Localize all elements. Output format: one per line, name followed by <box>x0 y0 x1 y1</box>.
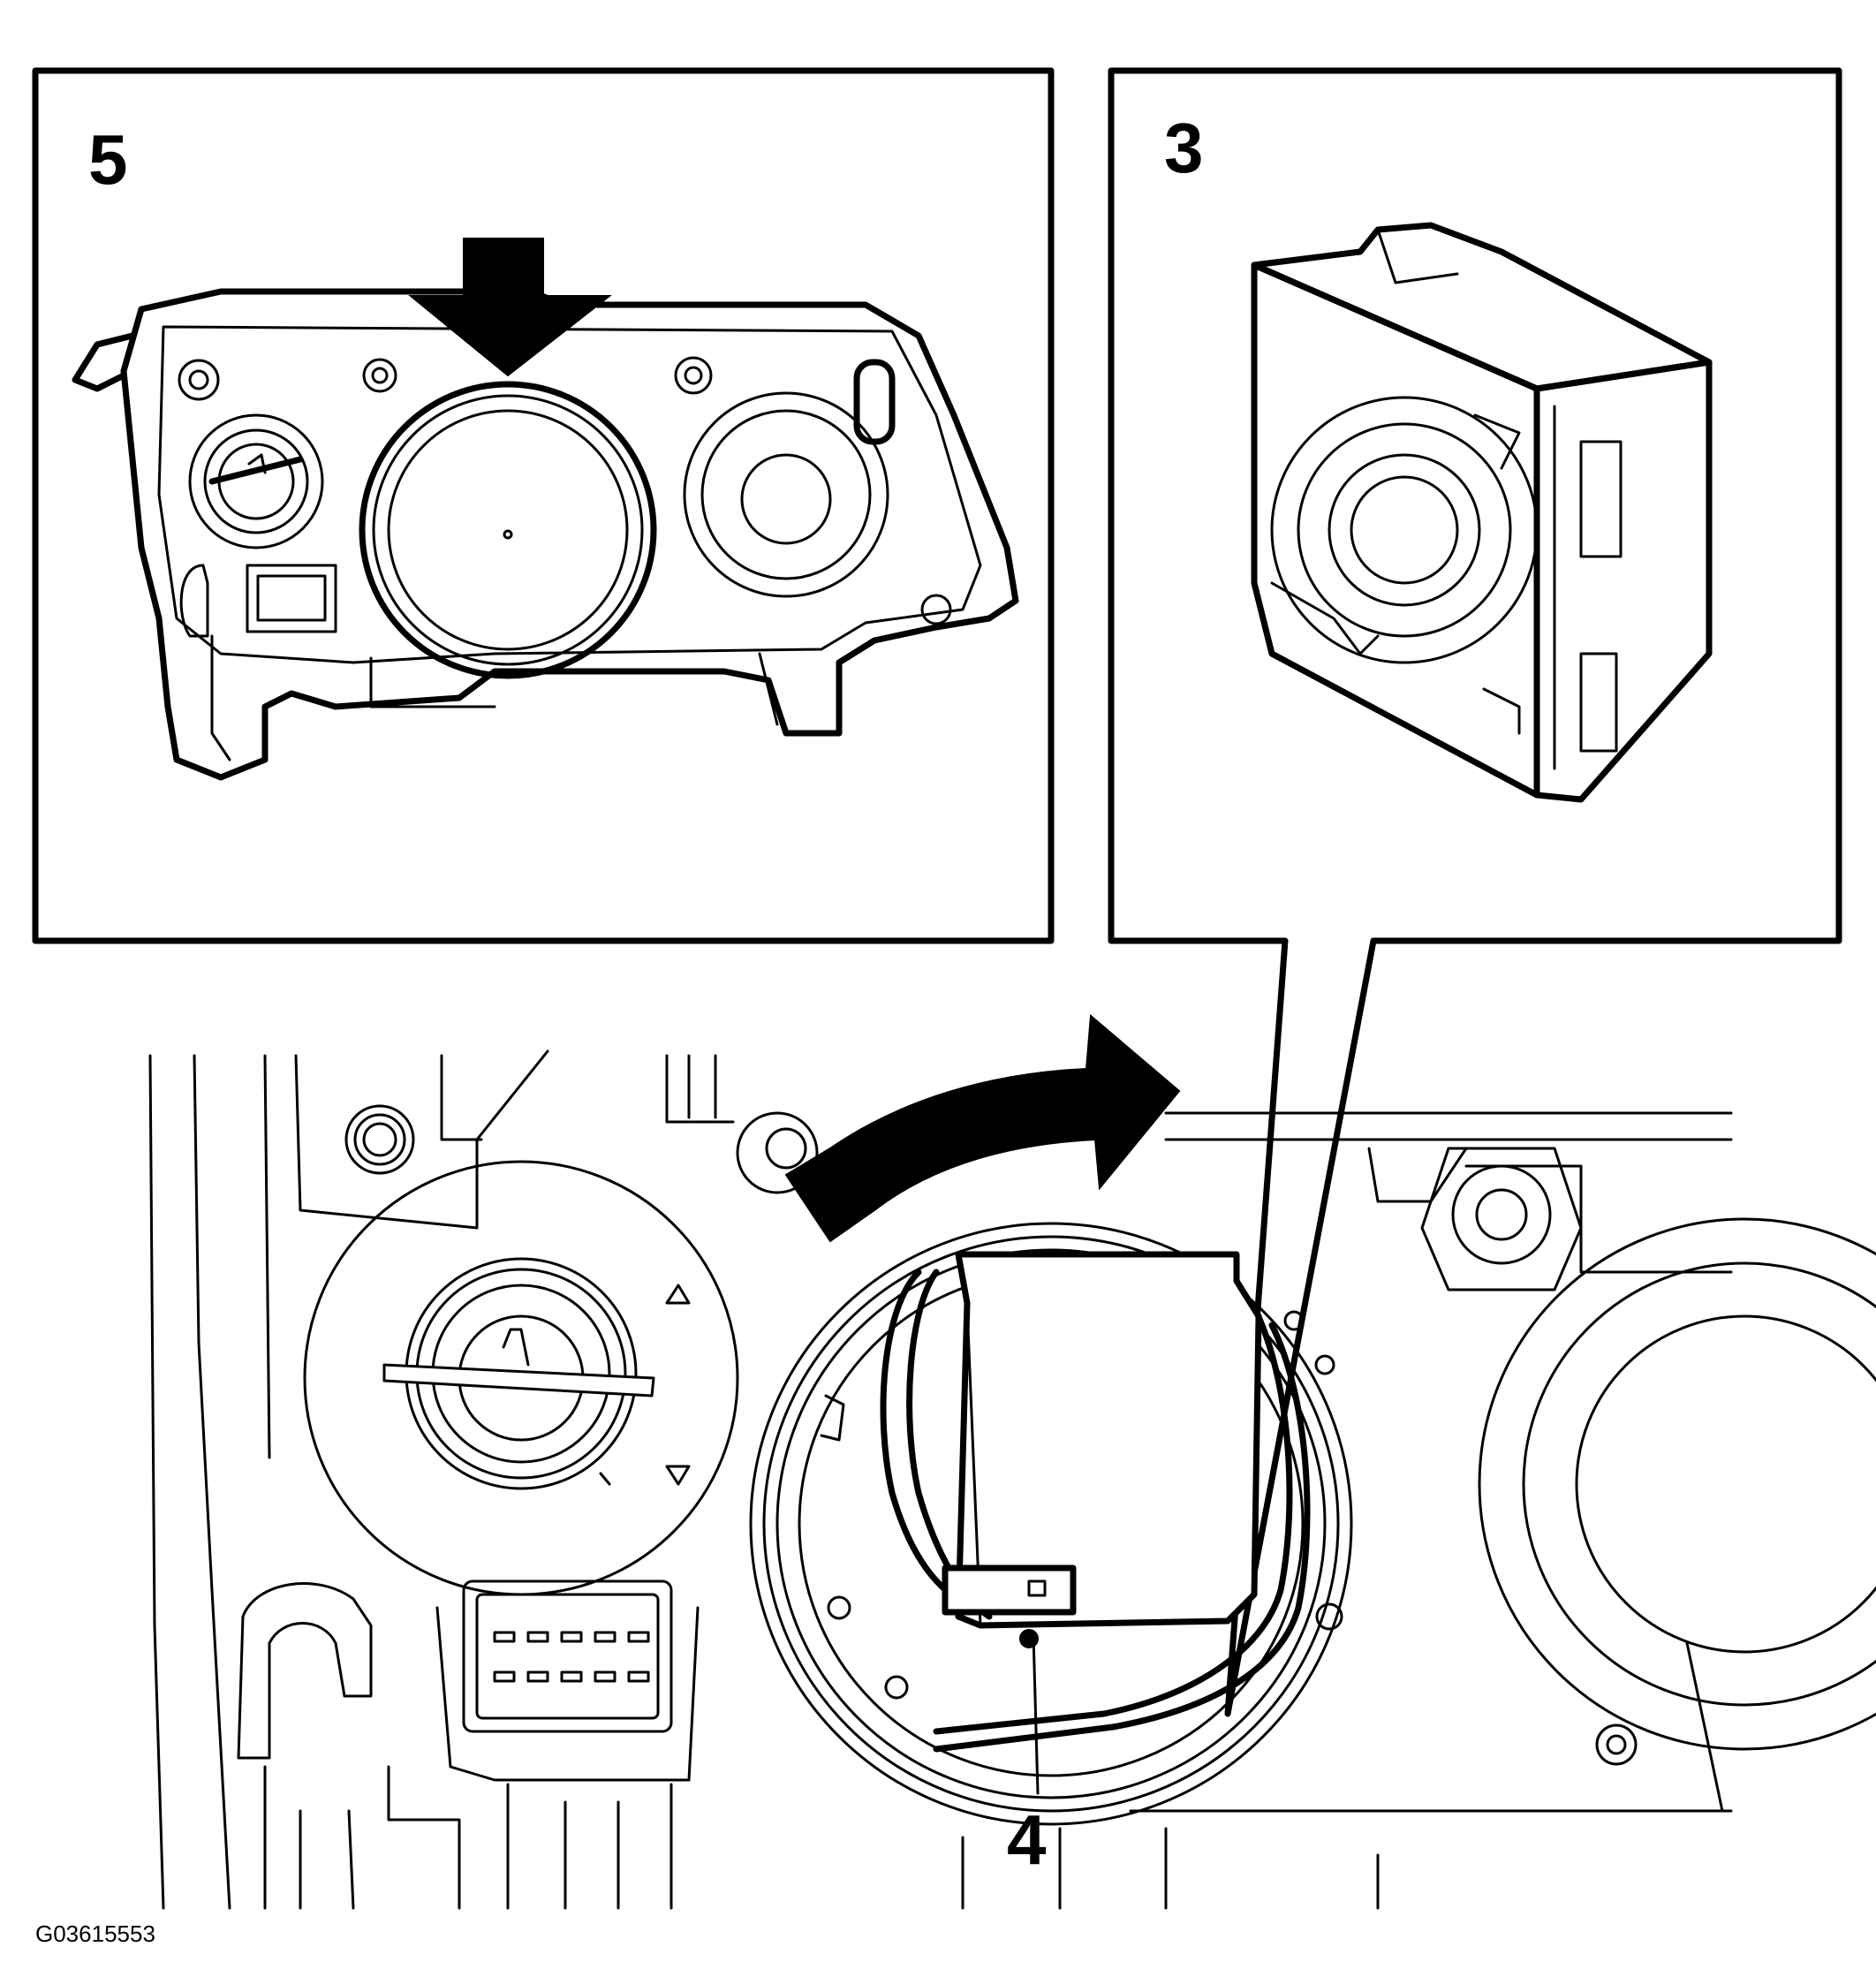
callout-5: 5 <box>88 120 128 199</box>
main-beam-reflector <box>1478 1217 1876 1766</box>
figure-id: G03615553 <box>35 1920 155 1947</box>
connector-icon <box>435 1579 700 1782</box>
bulb-holder-icon <box>303 1160 739 1596</box>
main-view-headlamp-rear: 4 <box>148 1013 1876 1910</box>
rotate-arrow-icon <box>784 1013 1181 1243</box>
projector-opening <box>749 1222 1353 1826</box>
ballast-installed <box>955 1251 1262 1629</box>
pointer-line-4 <box>1032 1632 1040 1795</box>
nut-icon <box>344 1104 415 1175</box>
panel-left-frame <box>32 67 1055 944</box>
callout-4: 4 <box>1007 1800 1047 1879</box>
headlamp-assembly-icon <box>72 288 1019 781</box>
panel-headlamp-overview: 5 <box>32 67 1055 944</box>
callout-3: 3 <box>1164 109 1204 187</box>
ballast-unit-icon <box>1251 222 1713 803</box>
ballast-connector <box>942 1564 1077 1616</box>
clip-icon <box>237 1582 373 1760</box>
push-arrow-icon <box>408 238 612 377</box>
bolt-icon <box>1420 1147 1583 1291</box>
